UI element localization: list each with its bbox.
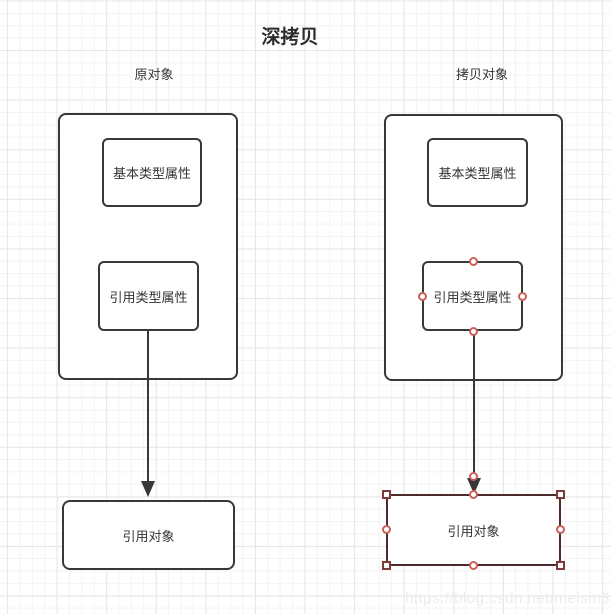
resize-handle-sw[interactable] [382, 561, 391, 570]
box-label: 基本类型属性 [112, 166, 191, 181]
box-label: 基本类型属性 [438, 166, 517, 181]
connection-point-top[interactable] [469, 257, 478, 266]
connection-point-bottom[interactable] [469, 561, 478, 570]
copy-reference-type-attr-box[interactable]: 引用类型属性 [422, 261, 523, 331]
connection-point-bottom[interactable] [469, 327, 478, 336]
connection-point-right[interactable] [518, 292, 527, 301]
original-basic-type-attr-box[interactable]: 基本类型属性 [102, 138, 202, 207]
box-label: 引用对象 [447, 523, 500, 539]
arrowhead-down [141, 481, 155, 497]
copy-basic-type-attr-box[interactable]: 基本类型属性 [427, 138, 528, 207]
original-reference-type-attr-box[interactable]: 引用类型属性 [98, 261, 199, 331]
connection-point-left[interactable] [382, 525, 391, 534]
connection-point-right[interactable] [556, 525, 565, 534]
copy-reference-connector[interactable] [473, 331, 475, 477]
original-reference-object-box[interactable]: 引用对象 [62, 500, 235, 570]
connection-point-top[interactable] [469, 490, 478, 499]
connector-endpoint-handle[interactable] [469, 472, 478, 481]
copy-reference-object-box[interactable]: 引用对象 [386, 494, 561, 566]
box-label: 引用类型属性 [433, 289, 512, 305]
csdn-watermark: https://blog.csdn.net/meism5 [405, 590, 610, 607]
box-label: 引用对象 [122, 528, 175, 544]
resize-handle-ne[interactable] [556, 490, 565, 499]
label-original-object[interactable]: 原对象 [134, 67, 174, 82]
original-reference-connector[interactable] [147, 331, 149, 483]
diagram-title: 深拷贝 [261, 27, 319, 48]
connection-point-left[interactable] [418, 292, 427, 301]
resize-handle-se[interactable] [556, 561, 565, 570]
box-label: 引用类型属性 [109, 289, 188, 305]
resize-handle-nw[interactable] [382, 490, 391, 499]
label-copy-object[interactable]: 拷贝对象 [455, 67, 509, 82]
